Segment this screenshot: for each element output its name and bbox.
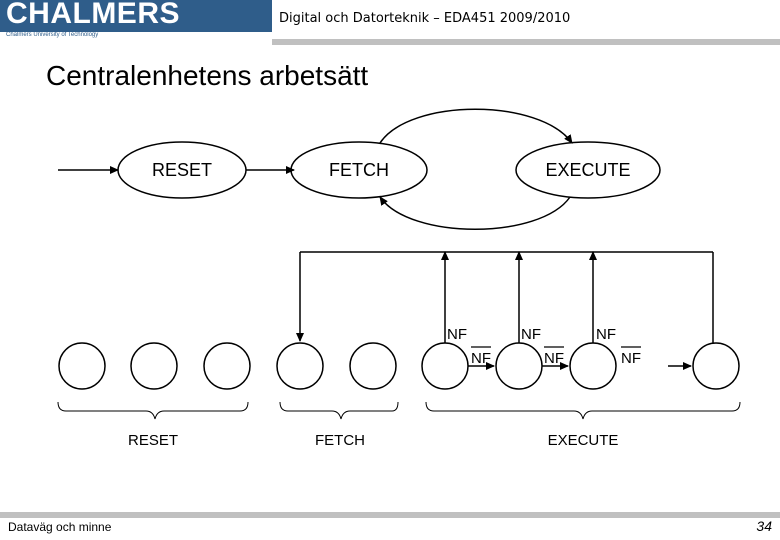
state-fetch (290, 141, 428, 199)
page-number: 34 (756, 518, 772, 534)
fetch-state-2 (349, 342, 397, 390)
logo-subtitle: Chalmers University of Technology (6, 32, 99, 38)
footer-divider (0, 512, 780, 518)
reset-state-1 (58, 342, 106, 390)
nf-not-label-1: NF (471, 350, 491, 367)
reset-state-2 (130, 342, 178, 390)
reset-group-label: RESET (128, 432, 178, 449)
course-title: Digital och Datorteknik – EDA451 2009/20… (279, 11, 571, 26)
nf-not-label-3: NF (621, 350, 641, 367)
chalmers-logo: CHALMERS (0, 0, 272, 32)
reset-group-brace (57, 401, 249, 420)
fetch-to-execute-arc (379, 108, 573, 144)
logo-text: CHALMERS (6, 0, 180, 30)
nf-not-label-2: NF (544, 350, 564, 367)
reset-state-3 (203, 342, 251, 390)
state-execute (515, 141, 661, 199)
state-reset-label: RESET (152, 160, 212, 180)
execute-state-4 (692, 342, 740, 390)
nf-label-1: NF (447, 326, 467, 343)
fetch-group-brace (279, 401, 399, 420)
execute-state-3 (569, 342, 617, 390)
execute-group-label: EXECUTE (548, 432, 619, 449)
fetch-group-label: FETCH (315, 432, 365, 449)
page-title: Centralenhetens arbetsätt (46, 60, 369, 91)
execute-group-brace (425, 401, 741, 420)
execute-state-1 (421, 342, 469, 390)
state-fetch-label: FETCH (329, 160, 389, 180)
nf-label-3: NF (596, 326, 616, 343)
fetch-state-1 (276, 342, 324, 390)
execute-state-2 (495, 342, 543, 390)
state-execute-label: EXECUTE (545, 160, 630, 180)
footer-course-part: Dataväg och minne (8, 520, 112, 534)
nf-label-2: NF (521, 326, 541, 343)
header-divider (272, 39, 780, 45)
execute-to-fetch-arc (379, 196, 571, 230)
